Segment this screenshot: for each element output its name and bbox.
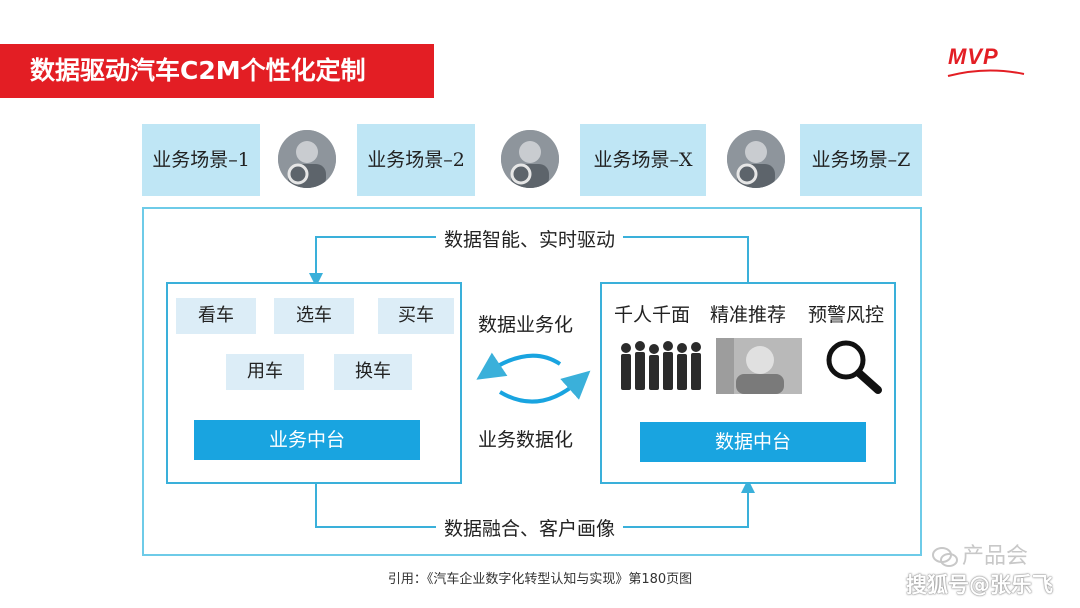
logo-swoosh-icon — [947, 69, 1025, 77]
platform-frame — [142, 207, 922, 556]
flow-label-top: 数据智能、实时驱动 — [436, 225, 624, 252]
crowd-icon — [621, 341, 701, 390]
scene-box-z: 业务场景–Z — [800, 124, 922, 196]
wechat-icon — [932, 547, 958, 567]
blurred-portrait-icon — [716, 338, 802, 394]
feature-precise-recommendation: 精准推荐 — [710, 304, 787, 326]
mvp-logo: MVP — [946, 44, 1026, 80]
business-platform-bar: 业务中台 — [194, 420, 420, 460]
wechat-watermark-text: 产品会 — [962, 544, 1029, 569]
chip-view-car: 看车 — [176, 298, 256, 334]
driver-photo-icon — [501, 130, 559, 188]
logo-text: MVP — [948, 44, 999, 69]
chip-buy-car: 买车 — [378, 298, 454, 334]
chip-use-car: 用车 — [226, 354, 304, 390]
flow-label-data-to-business: 数据业务化 — [478, 314, 574, 336]
chip-choose-car: 选车 — [274, 298, 354, 334]
wechat-watermark: 产品会 — [932, 538, 1028, 570]
data-platform-bar: 数据中台 — [640, 422, 866, 462]
sohu-watermark: 搜狐号@张乐飞 — [906, 573, 1053, 597]
driver-photo-icon — [278, 130, 336, 188]
business-panel: 看车 选车 买车 用车 换车 业务中台 — [166, 282, 462, 484]
feature-risk-warning: 预警风控 — [808, 304, 885, 326]
magnifier-icon — [826, 340, 882, 394]
scene-box-2: 业务场景–2 — [357, 124, 475, 196]
page-title: 数据驱动汽车C2M个性化定制 — [30, 56, 366, 85]
driver-photo-icon — [727, 130, 785, 188]
chip-replace-car: 换车 — [334, 354, 412, 390]
citation: 引用：《汽车企业数字化转型认知与实现》第180页图 — [387, 572, 693, 587]
scene-box-1: 业务场景–1 — [142, 124, 260, 196]
title-banner: 数据驱动汽车C2M个性化定制 — [0, 44, 434, 98]
data-panel: 千人千面 精准推荐 预警风控 数据中台 — [600, 282, 896, 484]
feature-personalized: 千人千面 — [614, 304, 691, 326]
flow-label-bottom: 数据融合、客户画像 — [436, 514, 624, 541]
flow-label-business-to-data: 业务数据化 — [478, 429, 574, 451]
scene-box-x: 业务场景–X — [580, 124, 706, 196]
